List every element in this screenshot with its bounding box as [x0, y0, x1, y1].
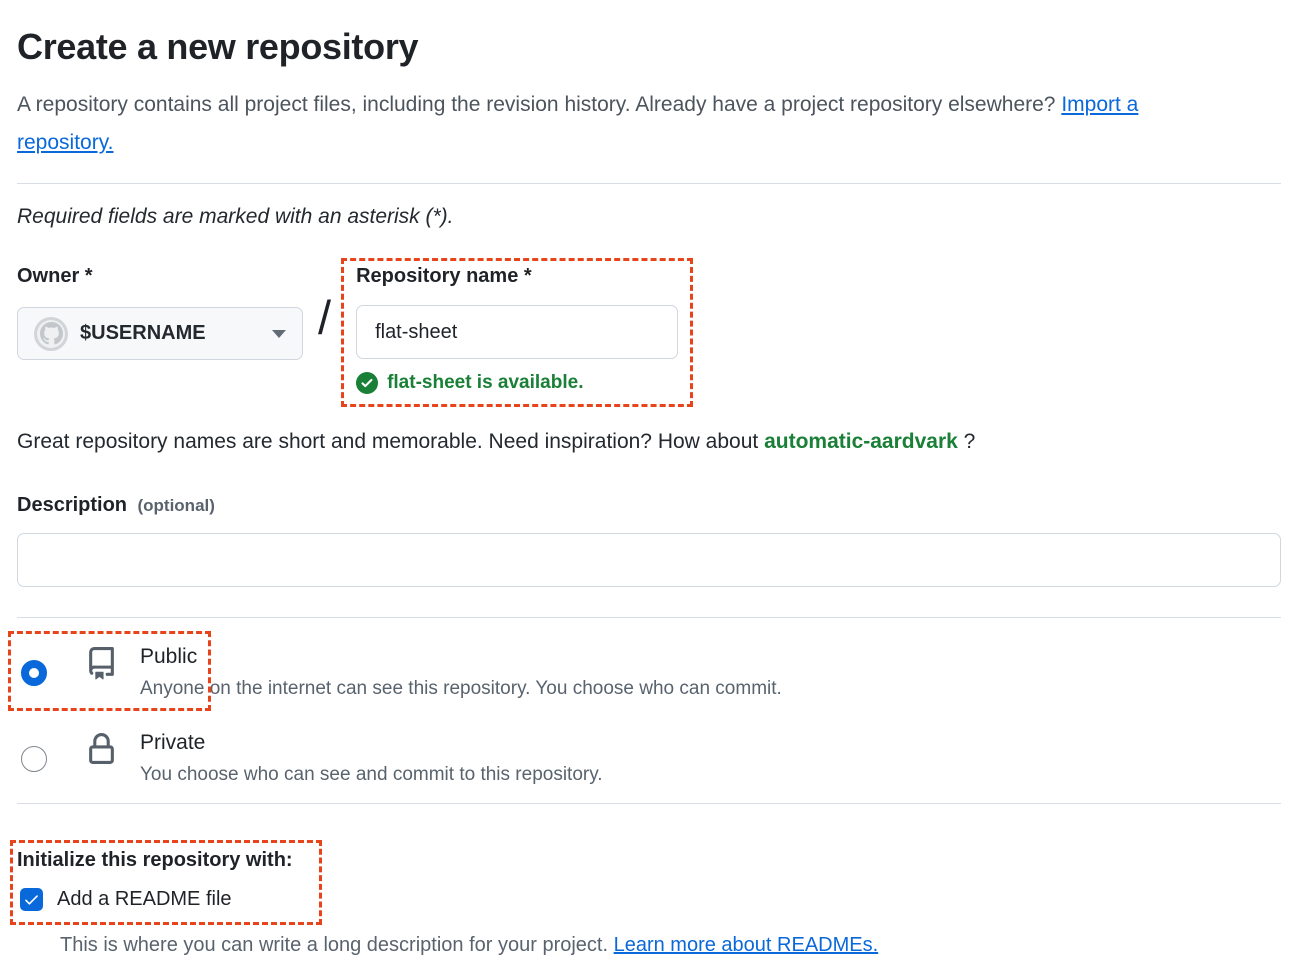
initialize-heading: Initialize this repository with: [17, 849, 293, 871]
suggested-name-link[interactable]: automatic-aardvark [764, 430, 958, 453]
owner-username: $USERNAME [80, 322, 206, 344]
owner-field: Owner * $USERNAME [17, 258, 303, 360]
description-divider [17, 617, 1281, 618]
chevron-down-icon [272, 329, 286, 338]
public-option-description: Anyone on the internet can see this repo… [140, 678, 782, 699]
private-option-label[interactable]: Private [140, 731, 206, 754]
add-readme-checkbox[interactable] [20, 888, 43, 911]
page-title: Create a new repository [17, 26, 419, 67]
suggestion-text-before: Great repository names are short and mem… [17, 430, 765, 453]
owner-avatar [34, 316, 68, 351]
readme-checkbox-row: Add a README file [15, 888, 293, 911]
description-label: Description [17, 494, 128, 516]
repository-name-label: Repository name * [356, 265, 532, 287]
lock-icon [85, 733, 118, 771]
intro-paragraph: A repository contains all project files,… [17, 86, 1167, 162]
public-option-label[interactable]: Public [140, 645, 198, 668]
annotation-box-initialize: Initialize this repository with: Add a R… [10, 840, 322, 925]
private-option-description: You choose who can see and commit to thi… [140, 764, 603, 785]
private-option-text: Private You choose who can see and commi… [140, 731, 603, 786]
suggestion-text-after: ? [957, 430, 976, 453]
github-mark-icon [39, 322, 63, 345]
availability-message-row: flat-sheet is available. [356, 372, 678, 394]
initialize-section: Initialize this repository with: Add a R… [10, 840, 1281, 957]
owner-dropdown-button[interactable]: $USERNAME [17, 307, 303, 360]
owner-label: Owner * [17, 265, 93, 287]
readme-hint: This is where you can write a long descr… [60, 934, 1281, 957]
owner-repo-separator: / [318, 291, 332, 344]
required-fields-note: Required fields are marked with an aster… [17, 205, 454, 228]
public-radio[interactable] [21, 660, 47, 686]
check-icon [25, 895, 38, 905]
description-label-row: Description (optional) [17, 494, 1281, 517]
annotation-box-repository-name: Repository name * flat-sheet is availabl… [341, 258, 694, 407]
readme-hint-text: This is where you can write a long descr… [60, 934, 614, 956]
public-option-text: Public Anyone on the internet can see th… [140, 645, 782, 700]
top-divider [17, 183, 1281, 184]
description-input[interactable] [17, 533, 1281, 587]
availability-message: flat-sheet is available. [387, 372, 584, 393]
name-suggestion: Great repository names are short and mem… [17, 430, 1281, 454]
description-optional-label: (optional) [137, 496, 215, 515]
repo-book-icon [85, 647, 118, 685]
repository-name-input[interactable] [356, 305, 679, 359]
options-divider [17, 803, 1281, 804]
public-option-row: Public Anyone on the internet can see th… [8, 631, 1281, 711]
private-option-row: Private You choose who can see and commi… [17, 731, 1281, 786]
visibility-options: Public Anyone on the internet can see th… [8, 618, 1281, 786]
owner-repo-row: Owner * $USERNAME / Repository name * fl… [17, 258, 1281, 407]
add-readme-label[interactable]: Add a README file [57, 888, 232, 910]
import-repository-link[interactable]: Import a repository. [17, 93, 1139, 154]
learn-more-readmes-link[interactable]: Learn more about READMEs. [613, 934, 879, 956]
intro-text: A repository contains all project files,… [17, 93, 1062, 116]
check-circle-icon [356, 372, 379, 394]
private-radio[interactable] [21, 746, 47, 772]
